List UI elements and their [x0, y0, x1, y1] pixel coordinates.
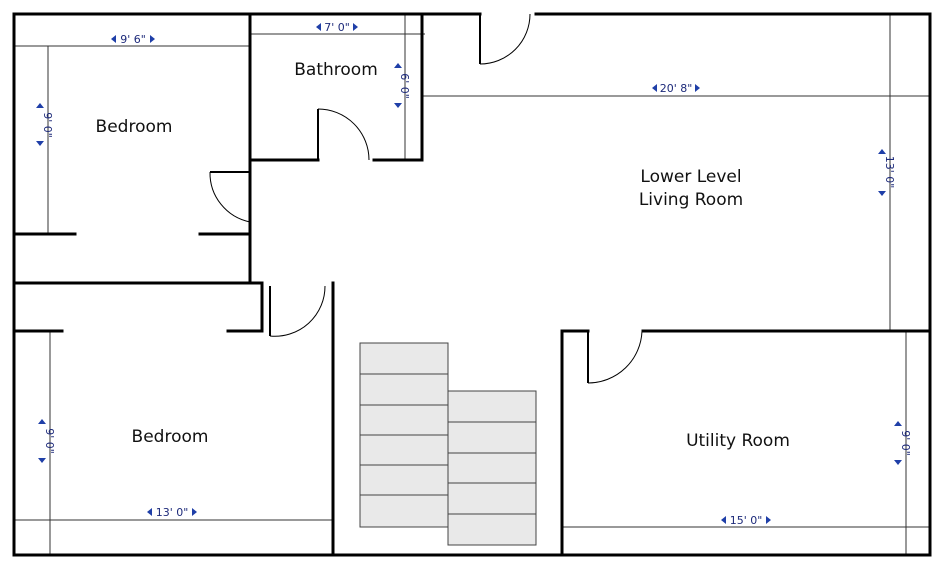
stair-tread	[447, 482, 537, 515]
room-label-bathroom: Bathroom	[294, 60, 378, 80]
outer-wall	[12, 12, 932, 557]
walls	[12, 12, 932, 557]
stair-tread	[447, 452, 537, 484]
dim-arrow-up-icon	[878, 149, 886, 154]
dim-label-utility-height: 9' 0"	[899, 430, 912, 456]
room-labels: Bedroom Bathroom Lower Level Living Room…	[96, 60, 790, 451]
dim-label-bedroom-top-height: 9' 0"	[41, 112, 54, 138]
room-label-bedroom-bottom: Bedroom	[132, 427, 209, 447]
dim-arrow-down-icon	[36, 141, 44, 146]
dim-label-bedroom-bottom-height: 9' 0"	[43, 428, 56, 454]
dim-arrow-up-icon	[394, 63, 402, 68]
dim-label-bedroom-top-width: 9' 6"	[120, 33, 146, 46]
dim-arrow-down-icon	[878, 191, 886, 196]
dim-label-bathroom-width: 7' 0"	[324, 21, 350, 34]
dimension-labels-vertical: 9' 0" 6' 0" 13' 0" 9' 0" 9' 0"	[36, 63, 912, 465]
stair-tread	[447, 421, 537, 454]
stair-tread	[359, 494, 449, 528]
dim-arrow-up-icon	[894, 421, 902, 426]
stair-tread	[359, 434, 449, 466]
dim-arrow-down-icon	[38, 458, 46, 463]
room-label-utility: Utility Room	[686, 431, 790, 451]
dimension-lines	[14, 14, 930, 555]
stair-tread	[447, 513, 537, 546]
dimension-labels-horizontal: 9' 6" 7' 0" 20' 8" 13' 0" 15' 0"	[111, 21, 771, 527]
room-label-living-line1: Lower Level	[640, 167, 741, 187]
room-label-bedroom-top: Bedroom	[96, 117, 173, 137]
dim-label-utility-width: 15' 0"	[730, 514, 763, 527]
door-top-entry	[479, 13, 531, 65]
door-bedroom-top	[209, 171, 251, 223]
dim-label-living-width: 20' 8"	[660, 82, 693, 95]
dim-arrow-left-icon	[721, 516, 726, 524]
staircase	[359, 342, 537, 546]
dim-arrow-left-icon	[652, 84, 657, 92]
stair-tread	[359, 373, 449, 406]
dim-arrow-right-icon	[766, 516, 771, 524]
door-bedroom-bottom	[269, 285, 326, 337]
dim-arrow-right-icon	[150, 35, 155, 43]
dim-arrow-up-icon	[36, 103, 44, 108]
dim-arrow-down-icon	[894, 460, 902, 465]
dim-arrow-right-icon	[353, 23, 358, 31]
dim-arrow-right-icon	[192, 508, 197, 516]
doors	[209, 13, 643, 384]
stair-tread	[447, 390, 537, 423]
stair-tread	[359, 464, 449, 496]
stair-tread	[359, 404, 449, 436]
dim-label-bathroom-height: 6' 0"	[398, 73, 411, 99]
dim-label-living-height: 13' 0"	[883, 156, 896, 189]
door-utility	[587, 330, 643, 384]
dim-arrow-left-icon	[147, 508, 152, 516]
dim-arrow-right-icon	[695, 84, 700, 92]
door-bathroom	[317, 108, 370, 161]
dim-label-bedroom-bottom-width: 13' 0"	[156, 506, 189, 519]
dim-arrow-left-icon	[316, 23, 321, 31]
stair-tread	[359, 342, 449, 375]
dim-arrow-down-icon	[394, 103, 402, 108]
dim-arrow-up-icon	[38, 419, 46, 424]
room-label-living-line2: Living Room	[639, 190, 743, 210]
dim-arrow-left-icon	[111, 35, 116, 43]
